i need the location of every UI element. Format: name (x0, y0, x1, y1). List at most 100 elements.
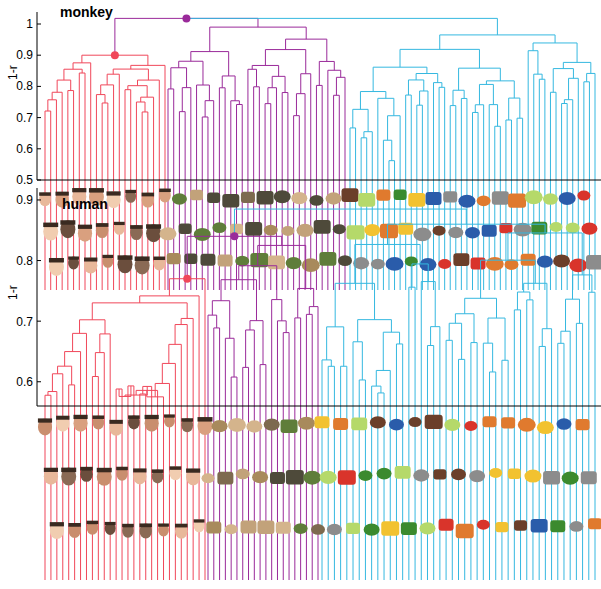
dendrogram-branch (151, 386, 152, 406)
dendrogram-branch (441, 83, 442, 88)
stimulus-image (145, 415, 159, 432)
stimulus-image (477, 195, 491, 206)
stimulus-image (576, 419, 590, 430)
dendrogram-branch (439, 35, 440, 49)
dendrogram-branch (359, 406, 360, 580)
dendrogram-branch (365, 380, 366, 406)
dendrogram-branch (427, 346, 428, 406)
stimulus-image (96, 223, 109, 227)
stimulus-image (521, 254, 536, 266)
dendrogram-branch (169, 406, 170, 580)
dendrogram-branch (242, 104, 243, 180)
dendrogram-branch (411, 264, 412, 287)
stimulus-image (146, 224, 161, 229)
dendrogram-branch (209, 27, 210, 51)
cluster-dot (182, 14, 190, 22)
dendrogram-branch (422, 105, 423, 180)
stimulus-image (566, 222, 580, 233)
stimulus-image (444, 419, 460, 431)
dendrogram-branch (165, 65, 166, 180)
stimulus-image (297, 224, 314, 237)
dendrogram-branch (416, 74, 417, 80)
baseline (37, 180, 601, 181)
dendrogram-branch (74, 385, 75, 406)
dendrogram-branch (254, 330, 255, 406)
dendrogram-branch (57, 366, 58, 374)
dendrogram-branch (439, 406, 440, 580)
dendrogram-branch (52, 92, 53, 100)
stimulus-image (198, 417, 213, 435)
tick-label: 0.9 (16, 48, 33, 62)
dendrogram-branch (80, 352, 81, 406)
dendrogram-branch (92, 406, 93, 580)
stimulus-image (241, 521, 257, 534)
stimulus-image (184, 254, 197, 264)
tick-label: 0.6 (16, 142, 33, 156)
stimulus-image (194, 228, 211, 241)
dendrogram-branch (68, 385, 69, 406)
dendrogram-branch (73, 63, 74, 69)
dendrogram-branch (209, 85, 210, 101)
dendrogram-branch (213, 406, 214, 580)
stimulus-image (370, 416, 386, 428)
stimulus-image (50, 522, 64, 526)
dendrogram-branch (573, 69, 574, 79)
dendrogram-branch (281, 236, 282, 245)
dendrogram-branch (222, 76, 223, 88)
dendrogram-branch (387, 224, 388, 244)
axis-tick (37, 199, 41, 200)
dendrogram-branch (373, 67, 374, 91)
stimulus-image (181, 418, 193, 422)
dendrogram-branch (199, 406, 200, 580)
dendrogram-branch (74, 406, 75, 580)
dendrogram-branch (570, 406, 571, 580)
dendrogram-branch (444, 87, 445, 180)
dendrogram-branch (461, 323, 462, 359)
stimulus-image (241, 192, 255, 203)
stimulus-image (413, 469, 429, 481)
dendrogram-branch (383, 332, 384, 370)
stimulus-image (142, 193, 155, 208)
stimulus-image (518, 418, 536, 432)
dendrogram-branch (433, 346, 434, 406)
stimulus-image (347, 225, 365, 239)
stimulus-image (194, 519, 205, 532)
dendrogram-branch (449, 323, 450, 340)
axis-tick (37, 24, 41, 25)
dendrogram-branch (595, 406, 596, 580)
stimulus-image (358, 470, 372, 481)
dendrogram-branch (466, 98, 467, 180)
dendrogram-branch (213, 101, 214, 180)
stimulus-image (426, 192, 442, 205)
stimulus-image (401, 522, 417, 535)
stimulus-image (87, 521, 99, 535)
stimulus-image (49, 258, 64, 276)
stimulus-image (338, 255, 352, 266)
dendrogram-branch (586, 73, 587, 81)
dendrogram-branch (285, 39, 286, 49)
dendrogram-branch (196, 85, 197, 180)
dendrogram-branch (416, 105, 417, 180)
dendrogram-branch (257, 18, 258, 27)
dendrogram-branch (579, 299, 580, 323)
stimulus-image (408, 193, 425, 207)
stimulus-image (294, 523, 308, 534)
dendrogram-branch (474, 314, 475, 343)
dendrogram-branch (105, 95, 106, 103)
stimulus-image (222, 194, 239, 208)
dendrogram-branch (294, 318, 295, 406)
stimulus-image (170, 466, 182, 480)
stimulus-image (175, 524, 188, 539)
stimulus-image (495, 522, 508, 532)
dendrogram-branch (140, 97, 141, 102)
stimulus-image (451, 469, 466, 481)
dendrogram-branch (546, 283, 547, 328)
stimulus-image (371, 259, 385, 270)
dendrogram-branch (508, 360, 509, 406)
dendrogram-branch (565, 299, 566, 331)
dendrogram-branch (147, 86, 148, 97)
dendrogram-branch (588, 292, 589, 406)
dendrogram-branch (390, 406, 391, 580)
dendrogram-branch (362, 342, 363, 380)
stimulus-image (342, 188, 359, 202)
